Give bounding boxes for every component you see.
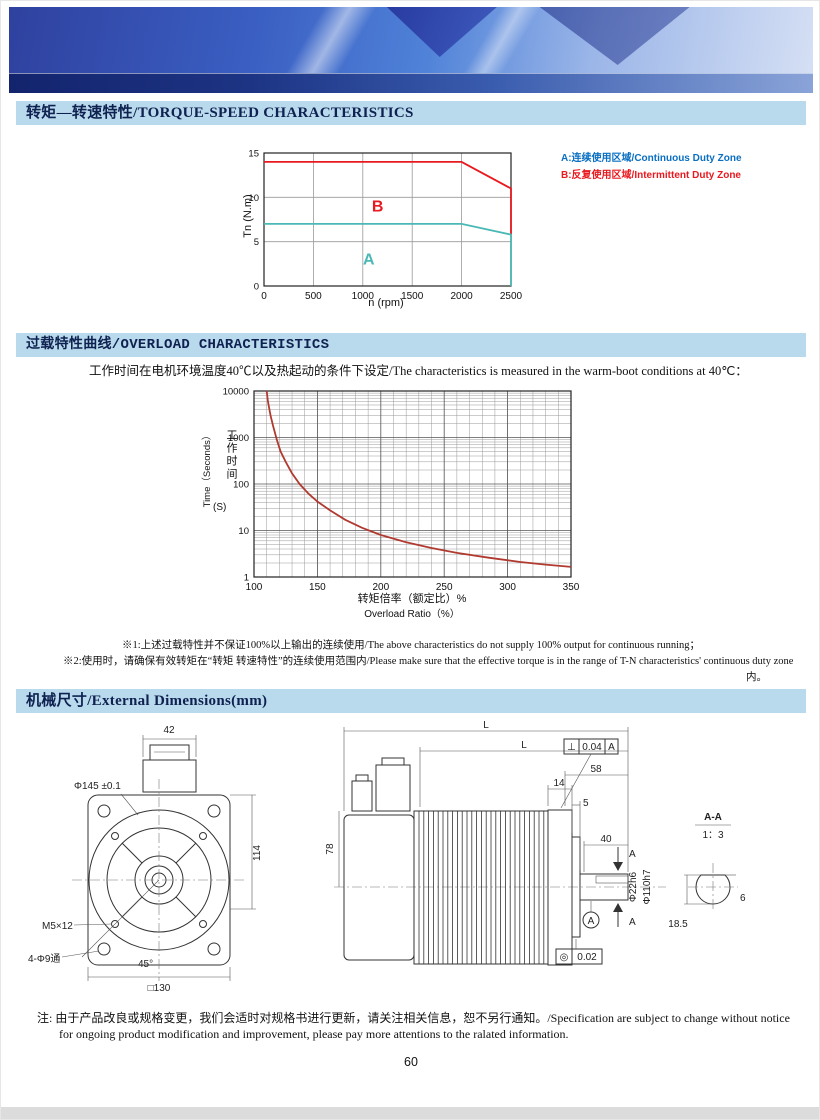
dim-5: 5 bbox=[583, 798, 589, 809]
page-bottom-edge bbox=[1, 1107, 819, 1119]
x-tick-label: 300 bbox=[499, 582, 516, 593]
section-mark-a-top: A bbox=[629, 849, 636, 860]
dim-connector-width: 42 bbox=[163, 725, 175, 736]
dim-40: 40 bbox=[600, 834, 612, 845]
overload-note-1: ※1:上述过载特性并不保证100%以上输出的连续使用/The above cha… bbox=[121, 640, 700, 651]
tolerance-top-value: 0.04 bbox=[582, 742, 602, 753]
torque-chart-y-axis-label: Tn (N.m) bbox=[242, 194, 254, 238]
tolerance-bottom-value: 0.02 bbox=[577, 952, 597, 963]
y-tick-label: 1 bbox=[244, 573, 249, 584]
series-line bbox=[265, 390, 572, 568]
y-tick-label: 0 bbox=[254, 282, 259, 293]
front-view-drawing: 42 Φ145 ±0.1 114 M5×12 4-Φ9通 45° □130 bbox=[28, 725, 263, 994]
section-view-drawing: A-A 1：3 18.5 6 bbox=[668, 812, 746, 930]
x-tick-label: 150 bbox=[309, 582, 326, 593]
series-line bbox=[264, 223, 512, 286]
dim-58: 58 bbox=[590, 764, 602, 775]
footer-note-line2: for ongoing product modification and imp… bbox=[59, 1027, 569, 1041]
y-tick-label: 1000 bbox=[228, 433, 249, 444]
overload-condition-note: 工作时间在电机环境温度40℃以及热起动的条件下设定/The characteri… bbox=[89, 364, 748, 378]
x-tick-label: 500 bbox=[305, 291, 322, 302]
overload-y-axis-label-en: Time（Seconds） bbox=[202, 430, 213, 508]
dimension-drawing: 42 Φ145 ±0.1 114 M5×12 4-Φ9通 45° □130 bbox=[28, 720, 746, 994]
x-tick-label: 200 bbox=[372, 582, 389, 593]
dim-14: 14 bbox=[553, 778, 565, 789]
y-tick-label: 10000 bbox=[223, 387, 249, 398]
overload-note-2: ※2:使用时，请确保有效转矩在“转矩 转速特性”的连续使用范围内/Please … bbox=[63, 656, 794, 667]
tolerance-bottom-symbol: ◎ bbox=[560, 952, 569, 963]
section-view-outline bbox=[684, 824, 738, 911]
banner-wedge-icon bbox=[539, 7, 690, 65]
side-view-outline bbox=[334, 757, 666, 966]
overload-note-2-tail: 内。 bbox=[746, 672, 767, 683]
legend-continuous-duty: A:连续使用区域/Continuous Duty Zone bbox=[561, 153, 742, 164]
overload-x-axis-label-zh: 转矩倍率（额定比）% bbox=[357, 593, 467, 605]
dim-18-5: 18.5 bbox=[668, 919, 688, 930]
tolerance-top-datum: A bbox=[608, 742, 615, 753]
y-tick-label: 15 bbox=[248, 149, 259, 160]
x-tick-label: 100 bbox=[246, 582, 263, 593]
side-dimension-lines bbox=[338, 727, 629, 965]
section-title-dimensions: 机械尺寸/External Dimensions(mm) bbox=[16, 689, 806, 713]
zone-label: A bbox=[363, 252, 375, 269]
section-title-overload: 过载特性曲线/OVERLOAD CHARACTERISTICS bbox=[16, 333, 806, 357]
dim-spigot-diameter: Φ110h7 bbox=[642, 869, 653, 904]
dim-length-body: L bbox=[521, 740, 527, 751]
x-tick-label: 2500 bbox=[500, 291, 523, 302]
dim-angle-45: 45° bbox=[138, 959, 153, 970]
front-dimension-lines bbox=[61, 735, 256, 981]
y-tick-label: 10 bbox=[238, 526, 249, 537]
side-view-drawing: L L 58 14 5 78 40 A A ⊥ 0.04 A Φ22h6 Φ11… bbox=[325, 720, 666, 966]
section-title-torque-speed: 转矩—转速特性/TORQUE-SPEED CHARACTERISTICS bbox=[16, 101, 806, 125]
section-label: A-A bbox=[704, 812, 722, 823]
dim-length-total: L bbox=[483, 720, 489, 731]
plot-border bbox=[253, 390, 572, 578]
dim-flange-diameter: Φ145 ±0.1 bbox=[74, 781, 121, 792]
zone-label: B bbox=[372, 199, 384, 216]
dim-78: 78 bbox=[325, 843, 336, 855]
dim-tap-m5: M5×12 bbox=[42, 921, 73, 932]
fin-lines bbox=[418, 811, 545, 964]
section-mark-a-bottom: A bbox=[629, 917, 636, 928]
y-tick-label: 10 bbox=[248, 193, 259, 204]
dim-height-114: 114 bbox=[252, 845, 263, 861]
x-tick-label: 0 bbox=[261, 291, 267, 302]
dim-shaft-diameter: Φ22h6 bbox=[628, 871, 639, 902]
x-tick-label: 2000 bbox=[450, 291, 473, 302]
x-tick-label: 1500 bbox=[401, 291, 424, 302]
duty-zone-legend: A:连续使用区域/Continuous Duty Zone B:反复使用区域/I… bbox=[561, 150, 791, 184]
page-number: 60 bbox=[404, 1055, 418, 1069]
front-view-outline bbox=[72, 744, 246, 981]
section-scale: 1：3 bbox=[702, 830, 724, 841]
x-tick-label: 1000 bbox=[352, 291, 375, 302]
dim-bolt-holes: 4-Φ9通 bbox=[28, 953, 60, 965]
overload-y-axis-unit: (S) bbox=[213, 502, 227, 513]
y-tick-label: 5 bbox=[254, 237, 259, 248]
footer-note-line1: 注: 由于产品改良或规格变更，我们会适时对规格书进行更新，请关注相关信息，恕不另… bbox=[37, 1011, 790, 1025]
legend-intermittent-duty: B:反复使用区域/Intermittent Duty Zone bbox=[561, 170, 741, 181]
x-tick-label: 250 bbox=[436, 582, 453, 593]
dim-square-130: □130 bbox=[148, 983, 171, 994]
overload-x-axis-label-en: Overload Ratio（%） bbox=[364, 609, 460, 620]
overload-y-axis-label-zh: 工作时间 bbox=[225, 429, 237, 481]
plot-border bbox=[263, 152, 512, 287]
torque-speed-chart: 0 500 1000 1500 2000 2500 0 5 10 15B A bbox=[248, 149, 523, 303]
dim-6: 6 bbox=[740, 893, 746, 904]
y-tick-label: 100 bbox=[233, 480, 249, 491]
overload-chart: 100 150 200 250 300 350 1 10 100 1000 10000 bbox=[223, 387, 580, 594]
datum-a-label: A bbox=[588, 916, 595, 927]
series-line bbox=[264, 160, 512, 235]
header-banner bbox=[9, 7, 813, 93]
torque-chart-x-axis-label: n (rpm) bbox=[368, 297, 404, 309]
banner-bottom-strip bbox=[9, 73, 813, 93]
tolerance-top-symbol: ⊥ bbox=[567, 742, 576, 753]
x-tick-label: 350 bbox=[563, 582, 580, 593]
